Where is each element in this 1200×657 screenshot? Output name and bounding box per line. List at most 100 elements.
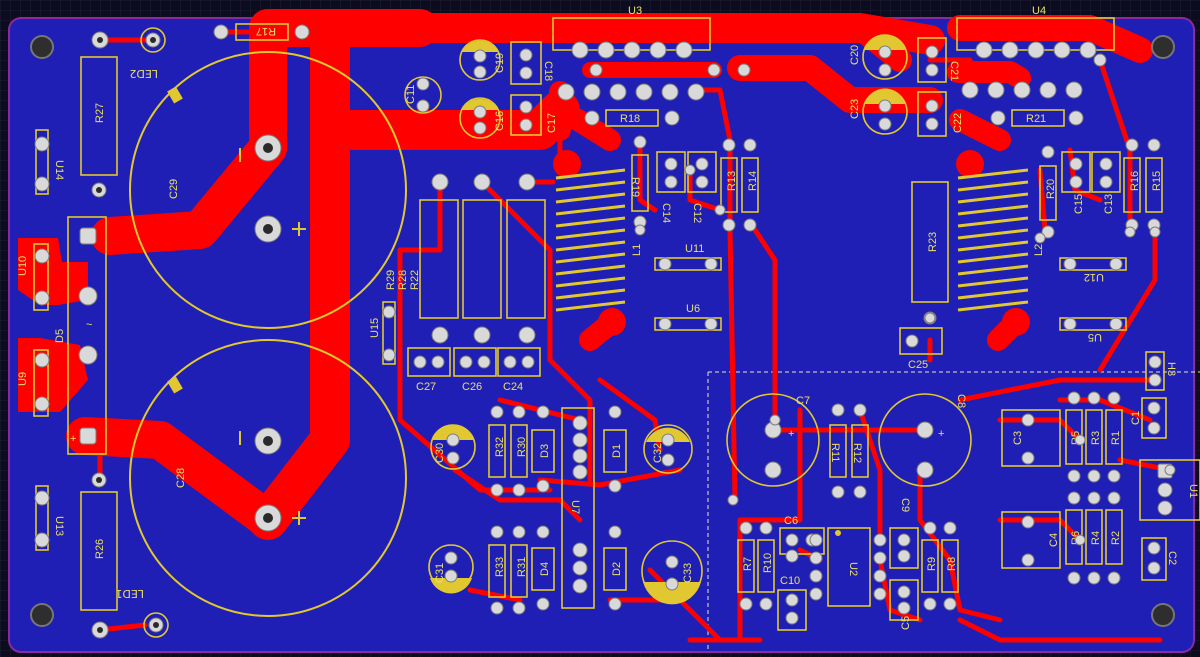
resistor-r13[interactable]: R13 [720,138,738,232]
chip-u4[interactable]: U4 [737,5,1115,99]
cap-c20[interactable]: C20 [849,34,908,80]
cap-c8[interactable]: + C8 [878,393,972,487]
resistor-r21[interactable]: R21 [990,109,1084,127]
label-c6: C6 [784,515,798,527]
chip-u14[interactable]: U14 [34,129,65,195]
resistor-r11[interactable]: R11 [829,403,847,499]
header-h3[interactable]: H3 [1145,351,1177,391]
cap-c7[interactable]: + C7 [726,393,820,487]
cap-c14[interactable]: C14 [656,151,686,223]
chip-u2[interactable]: U2 [809,527,887,607]
chip-u15[interactable]: U15 [369,301,396,365]
resistor-r20[interactable]: R20 [1039,145,1057,239]
cap-c29[interactable]: C29 [129,51,407,329]
cap-c23[interactable]: C23 [849,88,908,135]
bridge-d5[interactable]: + ~ D5 [54,216,107,455]
inductor-l2[interactable]: L2 [957,168,1045,312]
cap-c22[interactable]: C22 [917,91,964,137]
cap-c10[interactable]: C10 [777,575,807,631]
resistor-r5[interactable]: R5 [1065,391,1083,483]
resistor-r7[interactable]: R7 [737,521,755,611]
chip-u10[interactable]: U10 [17,243,50,311]
resistor-r23[interactable]: R23 [911,181,949,303]
cap-c30[interactable]: C30 [430,424,476,470]
chip-u11[interactable]: U11 [654,243,722,271]
label-r22: R22 [409,270,421,290]
resistor-r15[interactable]: R15 [1145,138,1163,232]
cap-c24[interactable]: C24 [497,347,541,393]
diode-d3[interactable]: D3 [531,405,555,493]
resistor-r2[interactable]: R2 [1105,491,1123,585]
resistor-r1[interactable]: R1 [1105,391,1123,483]
resistor-r32[interactable]: R32 [488,405,506,497]
cap-c16[interactable]: C16 [459,97,506,139]
cap-c33[interactable]: C33 [641,540,703,605]
cap-c19[interactable]: C19 [459,39,506,81]
diode-d1[interactable]: D1 [603,405,627,493]
resistor-r12[interactable]: R12 [851,403,869,499]
resistor-r19[interactable]: R19 [629,135,649,229]
cap-c1[interactable]: C1 [1130,397,1167,439]
cap-c9[interactable]: C9 [889,498,919,569]
resistor-r27[interactable]: R27 [80,56,118,198]
label-r8: R8 [946,557,958,571]
inductor-l1[interactable]: L1 [555,168,643,312]
resistor-r30[interactable]: R30 [510,405,528,497]
cap-c11[interactable]: C11 [404,76,442,114]
label-c33: C33 [682,563,694,583]
cap-c32[interactable]: C32 [643,424,693,474]
cap-c18[interactable]: C18 [510,41,554,85]
label-u10: U10 [17,256,29,276]
svg-text:+: + [70,433,76,445]
resistor-r31[interactable]: R31 [510,525,528,615]
cap-c4[interactable]: C4 [1001,511,1061,569]
chip-u5[interactable]: U5 [1059,317,1127,343]
resistor-r33[interactable]: R33 [488,525,506,615]
cap-c31[interactable]: C31 [428,544,474,594]
cap-c2[interactable]: C2 [1141,537,1178,581]
chip-u13[interactable]: U13 [34,485,65,551]
label-c8: C8 [955,394,967,408]
label-r9: R9 [926,557,938,571]
label-d4: D4 [539,562,551,576]
cap-c27[interactable]: C27 [407,347,451,393]
cap-c15[interactable]: C15 [1061,151,1091,214]
cap-c5[interactable]: C5 [889,579,919,630]
resistor-array-r29-r28-r22[interactable]: R29 R28 R22 [385,173,546,344]
label-u1: U1 [1187,484,1199,498]
cap-c17[interactable]: C17 [510,94,558,136]
label-c1: C1 [1130,411,1142,425]
resistor-r26[interactable]: R26 [80,472,118,611]
resistor-r16[interactable]: R16 [1123,138,1141,232]
chip-u3[interactable]: U3 [552,5,721,101]
cap-c28[interactable]: C28 [129,339,407,617]
led-led1[interactable]: LED1 [91,587,169,639]
label-led2: LED2 [129,67,158,80]
cap-c21[interactable]: C21 [917,37,960,83]
cap-c13[interactable]: C13 [1091,151,1121,214]
resistor-r8[interactable]: R8 [941,521,959,611]
label-c32: C32 [652,443,664,463]
cap-c3[interactable]: C3 [1001,409,1061,467]
label-c28: C28 [175,468,187,488]
label-r1: R1 [1110,431,1122,445]
label-r7: R7 [742,557,754,571]
resistor-r14[interactable]: R14 [741,138,759,232]
resistor-r3[interactable]: R3 [1085,391,1103,483]
chip-u6[interactable]: U6 [654,303,722,331]
chip-u12[interactable]: U12 [1059,257,1127,283]
cap-c12[interactable]: C12 [687,151,717,223]
resistor-r18[interactable]: R18 [584,109,680,127]
diode-d2[interactable]: D2 [603,525,627,611]
diode-d4[interactable]: D4 [531,525,555,611]
cap-c26[interactable]: C26 [453,347,497,393]
resistor-r17[interactable]: R17 [213,23,310,41]
resistor-r10[interactable]: R10 [757,521,775,611]
chip-u9[interactable]: U9 [17,349,50,417]
label-r21: R21 [1026,113,1046,125]
resistor-r4[interactable]: R4 [1085,491,1103,585]
resistor-r9[interactable]: R9 [921,521,939,611]
chip-u7[interactable]: U7 [561,407,595,609]
led-led2[interactable]: LED2 [91,27,166,80]
